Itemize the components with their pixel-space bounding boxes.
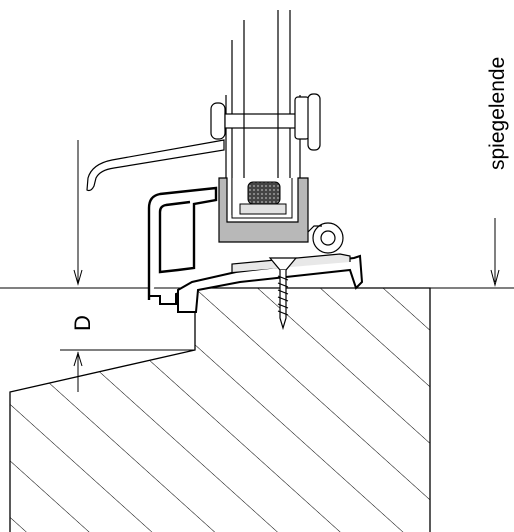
glazing-channel: [218, 177, 309, 243]
clamp-bolt: [210, 93, 321, 151]
seal-gasket: [247, 181, 281, 205]
edge-label: spiegelende: [486, 57, 509, 170]
handle-lever: [86, 139, 225, 192]
fixing-screw: [268, 257, 298, 331]
door-frame-profile: [147, 186, 218, 300]
threshold-profile: [177, 254, 364, 313]
seal-backer: [239, 203, 287, 215]
dimension-d: [60, 140, 195, 392]
edge-arrow: [490, 218, 500, 287]
pivot-roller: [307, 222, 344, 254]
dimension-label: D: [70, 315, 95, 331]
